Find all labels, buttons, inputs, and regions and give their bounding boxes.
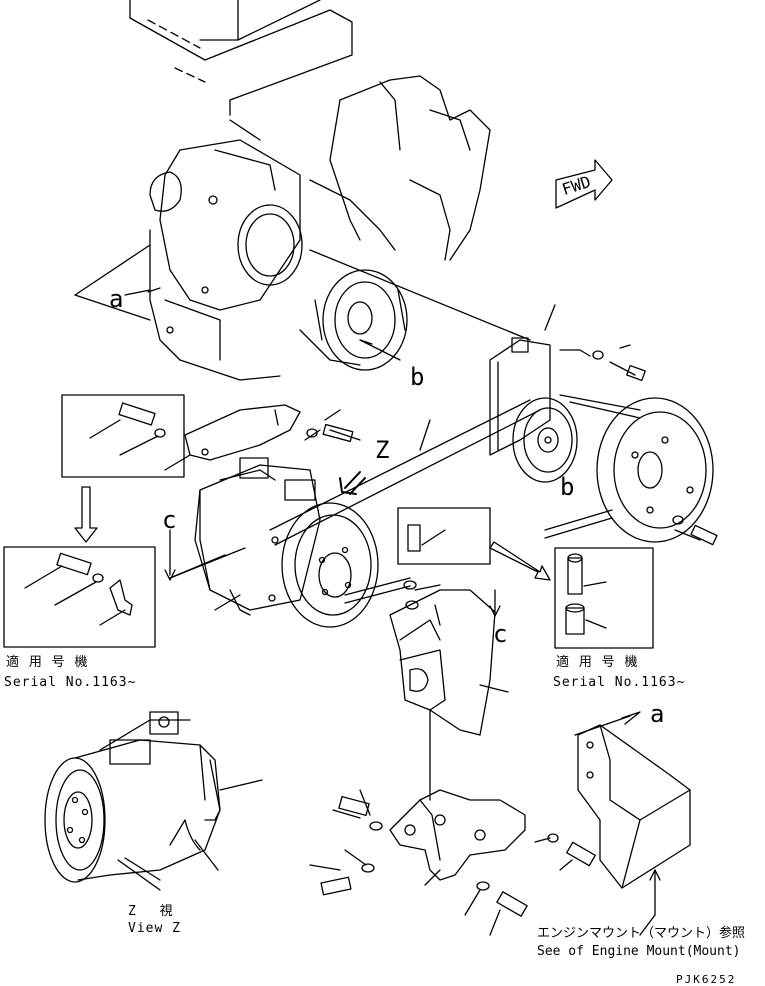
c-leaders (164, 529, 501, 617)
idler-pulley (512, 397, 578, 483)
serial-note-left-en: Serial No.1163~ (4, 675, 137, 690)
engine-mount-bracket (574, 711, 691, 936)
serial-note-right-en: Serial No.1163~ (553, 675, 686, 690)
view-z-arrow (339, 471, 366, 495)
callout-a-left: a (109, 285, 124, 313)
callout-b-lower: b (560, 473, 575, 501)
left-arrow-down (74, 486, 98, 543)
right-detail-box (397, 507, 654, 649)
callout-c-left: c (162, 506, 177, 534)
callout-z: Z (375, 436, 390, 464)
callout-b-upper: b (410, 363, 425, 391)
left-detail-top-box (61, 394, 185, 478)
callout-a-right: a (650, 700, 665, 728)
drawing-number: PJK6252 (676, 973, 737, 986)
lower-mount-bracket (309, 789, 596, 936)
compressor-upper-bracket (164, 404, 361, 471)
fwd-arrow (555, 159, 613, 209)
serial-note-left-jp: 適 用 号 機 (6, 655, 89, 670)
crank-pulley (596, 397, 718, 546)
engine-mount-note-en: See of Engine Mount(Mount) (537, 944, 741, 959)
callout-c-right: c (493, 620, 508, 648)
engine-block (129, 0, 491, 381)
view-z-jp: Z 視 (128, 904, 174, 919)
tensioner-bracket (489, 304, 646, 456)
belt-guard (389, 580, 509, 801)
left-detail-bottom-box (3, 546, 156, 648)
serial-note-right-jp: 適 用 号 機 (556, 655, 639, 670)
engine-mount-note-jp: エンジンマウント（マウント）参照 (537, 926, 746, 941)
view-z-compressor (44, 711, 263, 891)
callout-leaders (74, 244, 531, 361)
view-z-en: View Z (128, 921, 181, 936)
compressor (194, 457, 379, 628)
right-arrow (489, 541, 551, 581)
